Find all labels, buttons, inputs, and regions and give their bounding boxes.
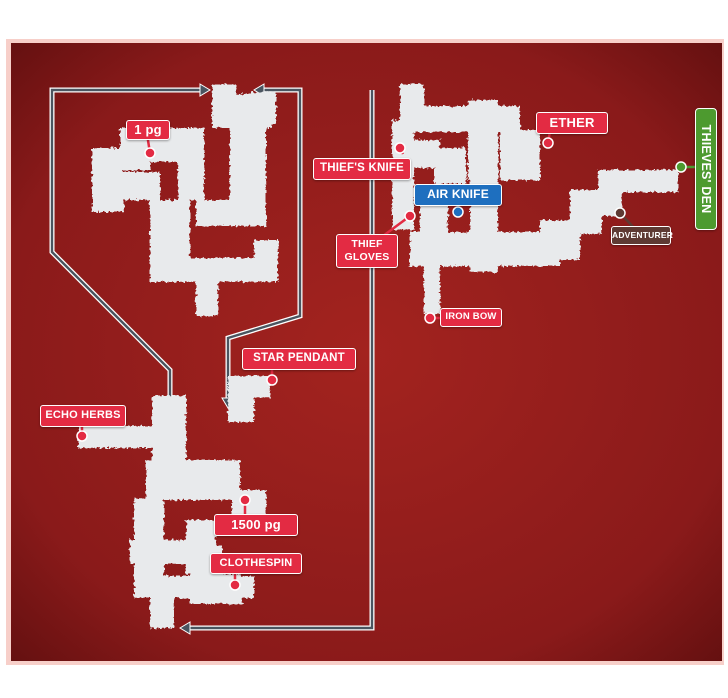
item-pin-ether[interactable] [542, 137, 554, 149]
item-pin-thief-gloves[interactable] [404, 210, 416, 222]
item-pin-iron-bow[interactable] [424, 312, 436, 324]
route-arrow-right [190, 90, 374, 630]
item-label-1500pg[interactable]: 1500 pg [214, 514, 298, 536]
route-arrow-left [50, 88, 200, 398]
route-arrow-middle [226, 88, 302, 398]
map-background [11, 43, 722, 661]
npc-label-adventurer[interactable]: ADVENTURER [611, 226, 673, 245]
item-pin-clothespin[interactable] [229, 579, 241, 591]
corridor-network [78, 84, 678, 628]
arrowhead-icon [199, 83, 211, 97]
item-pin-thiefs-knife[interactable] [394, 142, 406, 154]
item-label-clothespin[interactable]: CLOTHESPIN [210, 553, 302, 574]
item-label-thiefs-knife[interactable]: THIEF'S KNIFE [313, 158, 411, 180]
item-pin-air-knife[interactable] [452, 206, 464, 218]
item-label-thief-gloves-line1: THIEF [351, 238, 383, 250]
item-label-ether[interactable]: ETHER [536, 112, 608, 134]
exit-label-thieves-den[interactable]: THIEVES' DEN [695, 108, 717, 230]
item-pin-1pg[interactable] [144, 147, 156, 159]
item-label-echo-herbs[interactable]: ECHO HERBS [40, 405, 126, 427]
item-label-thief-gloves[interactable]: THIEF GLOVES [336, 234, 398, 268]
arrowhead-icon [179, 621, 191, 635]
item-pin-echo-herbs[interactable] [76, 430, 88, 442]
npc-pin-adventurer[interactable] [614, 207, 626, 219]
exit-label-thieves-den-text: THIEVES' DEN [699, 124, 713, 214]
item-label-thief-gloves-line2: GLOVES [344, 251, 390, 263]
item-pin-1500pg[interactable] [239, 494, 251, 506]
item-label-air-knife[interactable]: AIR KNIFE [414, 184, 502, 206]
exit-pin-thieves-den[interactable] [675, 161, 687, 173]
item-pin-star-pendant[interactable] [266, 374, 278, 386]
item-label-iron-bow[interactable]: IRON BOW [440, 308, 502, 327]
item-label-star-pendant[interactable]: STAR PENDANT [242, 348, 356, 370]
item-label-1pg[interactable]: 1 pg [126, 120, 170, 140]
